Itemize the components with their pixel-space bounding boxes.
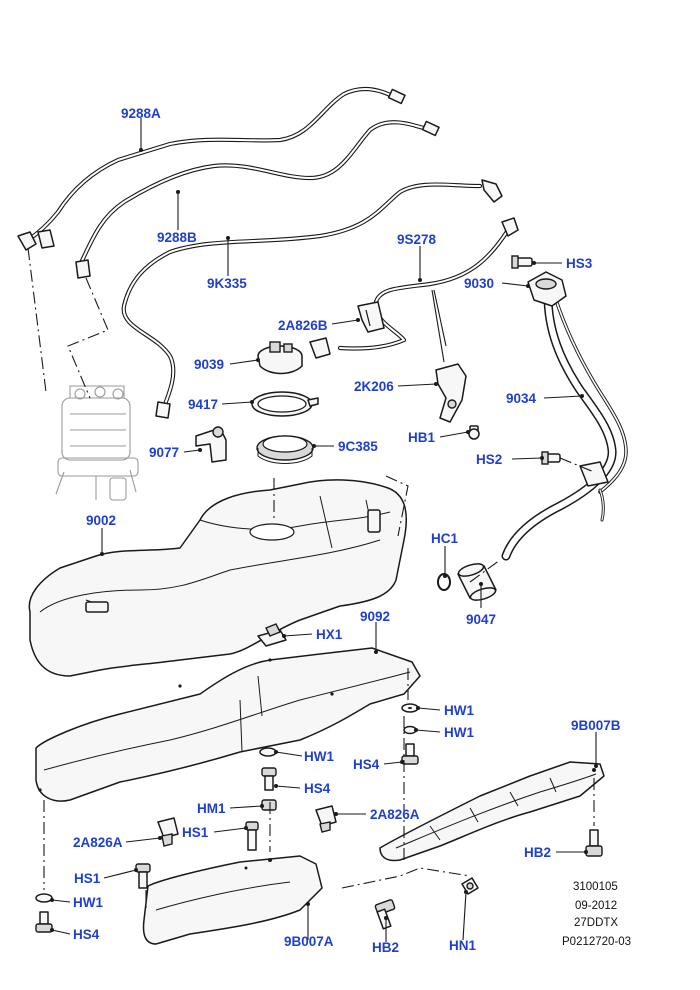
label-HB2-a: HB2: [524, 845, 551, 860]
drawing-reference-block: 3100105 09-2012 27DDTX P0212720-03: [562, 881, 631, 948]
fuel-tank-9002: [28, 479, 407, 677]
fuel-connector-9077: [195, 426, 227, 463]
label-2A826B: 2A826B: [278, 318, 328, 333]
label-HS4-c: HS4: [73, 927, 100, 942]
label-HW1-b: HW1: [444, 725, 474, 740]
bracket-2K206: [435, 363, 467, 423]
label-9092: 9092: [360, 609, 390, 624]
bolt-HB2-lower: [374, 899, 396, 930]
clip-HX1: [257, 623, 287, 647]
label-9002: 9002: [86, 513, 116, 528]
label-9034: 9034: [506, 391, 537, 406]
heat-shield-9092: [35, 647, 421, 802]
label-HC1: HC1: [431, 531, 458, 546]
label-9039: 9039: [194, 357, 224, 372]
label-HN1: HN1: [449, 938, 476, 953]
line-connectors: [17, 88, 519, 419]
fuel-line-9S278: [337, 227, 511, 351]
label-HS3: HS3: [566, 256, 593, 271]
label-HS4-b: HS4: [304, 781, 331, 796]
bolt-HB1: [468, 425, 480, 440]
bolt-HB2-right: [585, 829, 603, 857]
label-HW1-a: HW1: [444, 703, 474, 718]
lock-ring-9C385: [256, 435, 314, 464]
callout-labels: 9288A 9288B 9K335 9S278 2A826B 9039 9417…: [73, 106, 621, 955]
label-9S278: 9S278: [397, 232, 437, 247]
washer-HW1-lower: [35, 893, 53, 903]
label-2A826A-b: 2A826A: [73, 835, 123, 850]
assembly-centerlines: [27, 247, 595, 910]
filler-head-9030: [527, 271, 567, 307]
washer-HW1-tank-a: [401, 703, 419, 713]
label-9288A: 9288A: [121, 106, 161, 121]
label-HB1: HB1: [408, 430, 435, 445]
hose-9047: [457, 563, 497, 601]
label-9B007A: 9B007A: [284, 934, 334, 949]
label-HW1-d: HW1: [73, 895, 103, 910]
guard-plate-9B007A: [142, 855, 323, 945]
label-HS1-b: HS1: [74, 871, 101, 886]
label-9C385: 9C385: [338, 439, 378, 454]
screw-HS3: [511, 255, 533, 269]
fuel-line-9288A: [25, 87, 399, 243]
label-HS4-a: HS4: [353, 757, 380, 772]
seal-ring-9417: [251, 391, 319, 417]
reference-model: 27DDTX: [574, 917, 618, 929]
clip-2A826A-left: [157, 817, 179, 847]
label-9B007B: 9B007B: [571, 718, 621, 733]
screw-HS1-left: [135, 863, 151, 889]
fuel-line-9K335: [121, 182, 483, 415]
screw-HS4-lower: [35, 911, 53, 933]
label-HX1: HX1: [316, 627, 343, 642]
fuel-pump-sender-9039: [257, 341, 303, 375]
label-HM1: HM1: [197, 801, 226, 816]
clip-2A826A-center: [315, 805, 337, 833]
label-9288B: 9288B: [157, 230, 197, 245]
hose-clamp-HC1: [437, 573, 451, 591]
clip-2A826B: [357, 301, 385, 333]
label-2A826A-a: 2A826A: [370, 807, 420, 822]
label-HS2: HS2: [476, 452, 502, 467]
washer-HW1-shield: [259, 747, 277, 757]
reference-date: 09-2012: [575, 900, 617, 912]
screw-HS2: [541, 451, 561, 465]
label-9077: 9077: [149, 445, 179, 460]
leader-lines: [50, 118, 598, 942]
label-9047: 9047: [466, 612, 496, 627]
label-HB2-b: HB2: [372, 940, 399, 955]
label-HW1-c: HW1: [304, 749, 334, 764]
label-9K335: 9K335: [207, 276, 247, 291]
label-9417: 9417: [188, 397, 218, 412]
fuel-filter-assembly-ghost: [55, 385, 139, 501]
fuel-line-9288B: [77, 120, 433, 268]
screw-HS1-center: [245, 821, 259, 851]
screw-HS4-tank: [401, 743, 419, 765]
reference-code: 3100105: [573, 881, 618, 893]
label-2K206: 2K206: [354, 379, 394, 394]
reference-drawing-number: P0212720-03: [562, 936, 631, 948]
filler-neck-pipe-9034: [501, 291, 628, 561]
guard-plate-9B007B: [379, 761, 605, 862]
label-9030: 9030: [464, 276, 494, 291]
screw-HS4-shield: [261, 767, 277, 791]
nut-HM1: [261, 799, 277, 811]
label-HS1-a: HS1: [182, 825, 209, 840]
